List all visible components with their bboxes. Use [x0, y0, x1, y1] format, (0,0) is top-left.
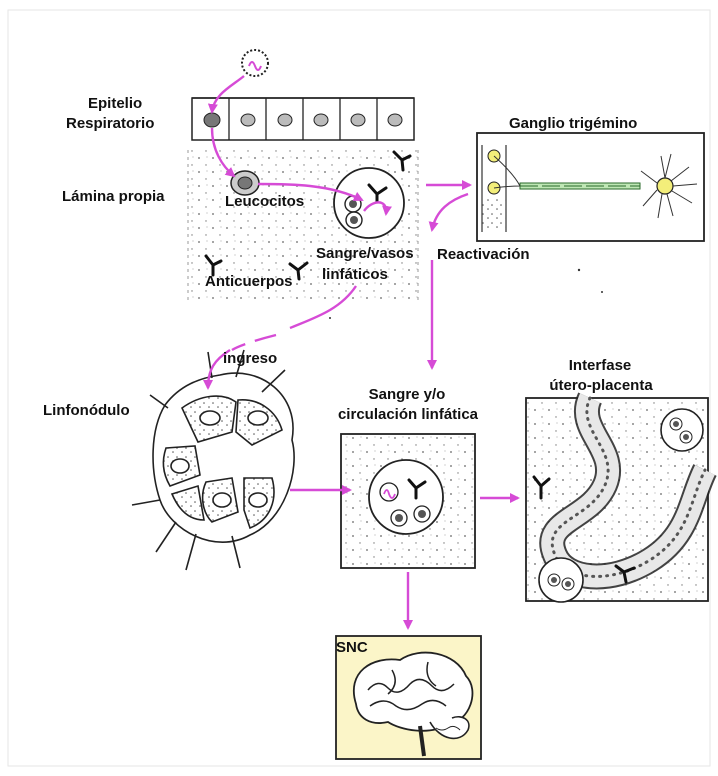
utero-placenta-panel: [526, 398, 708, 602]
circulation-panel: [341, 434, 475, 568]
label-leucocitos: Leucocitos: [225, 193, 304, 211]
label-interfase: Interfase: [540, 357, 660, 375]
label-epitelio: Epitelio: [88, 95, 142, 113]
label-sangre-vasos: Sangre/vasos: [316, 245, 414, 263]
label-ingreso: ingreso: [223, 350, 277, 368]
virus-particle: [242, 50, 268, 76]
label-utero-placenta: útero-placenta: [525, 377, 677, 395]
label-circulacion-linfatica: circulación linfática: [322, 406, 494, 424]
trigeminal-ganglion-panel: [477, 133, 704, 241]
leukocyte-cell: [231, 171, 259, 195]
label-anticuerpos: Anticuerpos: [205, 273, 293, 291]
lymph-node: [132, 350, 330, 570]
label-reactivacion: Reactivación: [437, 246, 530, 264]
label-respiratorio: Respiratorio: [66, 115, 154, 133]
label-linfonodulo: Linfonódulo: [43, 402, 130, 420]
label-snc: SNC: [336, 639, 368, 657]
label-sangre-yo: Sangre y/o: [327, 386, 487, 404]
label-ganglio-trigemino: Ganglio trigémino: [509, 115, 637, 133]
label-lamina-propia: Lámina propia: [62, 188, 165, 206]
label-linfaticos: linfáticos: [322, 266, 388, 284]
blood-vessel: [334, 168, 404, 238]
